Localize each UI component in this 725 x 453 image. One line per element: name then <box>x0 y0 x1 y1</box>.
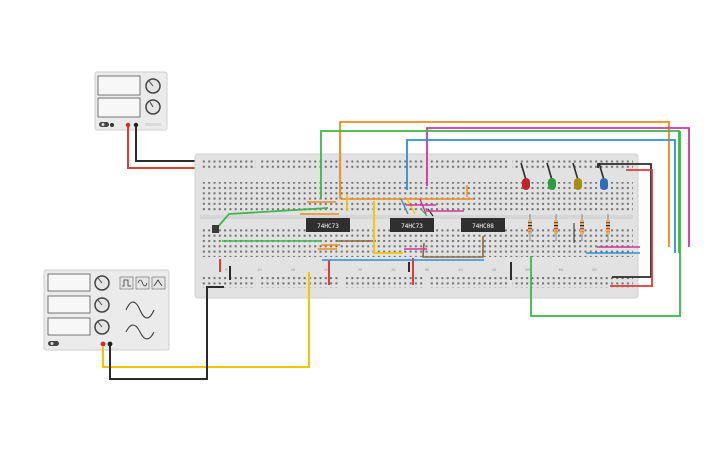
fg-negative-terminal-icon[interactable] <box>107 341 113 347</box>
function-generator[interactable] <box>43 269 170 351</box>
offset-display <box>47 317 91 336</box>
wire-red-rail <box>610 169 653 287</box>
board-jumpers[interactable] <box>215 185 640 285</box>
chip-2-label: 74HC73 <box>401 223 423 230</box>
waveform-preview-icon <box>125 301 155 319</box>
resistor[interactable] <box>580 214 584 241</box>
wire-orange-loop <box>339 121 670 247</box>
column-number-label: 45 <box>492 267 497 272</box>
bottom-power-rail[interactable] <box>200 277 633 288</box>
wire-blue-loop <box>406 139 676 253</box>
led-yellow[interactable] <box>572 162 584 241</box>
resistor[interactable] <box>528 214 532 241</box>
square-wave-icon[interactable] <box>119 276 134 290</box>
ground-terminal-icon[interactable] <box>110 123 114 127</box>
amplitude-display <box>47 295 91 314</box>
led-body-icon <box>600 178 608 190</box>
chip-1-label: 74HC73 <box>317 223 339 230</box>
column-number-label: 10 <box>257 267 262 272</box>
column-number-label: 55 <box>559 267 564 272</box>
column-number-label: 40 <box>458 267 463 272</box>
voltage-display <box>97 75 141 96</box>
top-power-rail[interactable] <box>200 160 633 171</box>
led-red[interactable] <box>520 162 532 241</box>
column-number-label: 25 <box>358 267 363 272</box>
column-number-label: 30 <box>391 267 396 272</box>
led-blue[interactable] <box>598 162 610 241</box>
led-array <box>520 162 610 241</box>
column-number-label: 5 <box>225 267 228 272</box>
chip-3-label: 74HC08 <box>472 223 494 230</box>
column-number-label: 35 <box>425 267 430 272</box>
ic-chip-1[interactable]: 74HC73 <box>306 218 350 232</box>
power-wire-black[interactable] <box>135 127 205 162</box>
terminal-strip-top[interactable] <box>200 182 633 212</box>
center-channel <box>200 215 633 219</box>
push-button[interactable] <box>212 225 219 233</box>
led-body-icon <box>548 178 556 190</box>
current-display <box>97 97 141 118</box>
fg-positive-terminal-icon[interactable] <box>100 341 106 347</box>
column-number-label: 20 <box>324 267 329 272</box>
resistor[interactable] <box>554 214 558 241</box>
dc-power-supply[interactable] <box>94 71 168 131</box>
ic-chip-3[interactable]: 74HC08 <box>461 218 505 232</box>
wire-green-bottom <box>530 131 681 317</box>
resistor[interactable] <box>606 214 610 241</box>
fg-wire-black[interactable] <box>109 286 224 380</box>
output-wires[interactable] <box>320 121 690 317</box>
triangle-wave-icon[interactable] <box>151 276 166 290</box>
jumper-brown-2 <box>422 236 484 258</box>
negative-terminal-icon[interactable] <box>133 122 139 128</box>
frequency-display <box>47 273 91 292</box>
ic-chip-2[interactable]: 74HC73 <box>390 218 434 232</box>
power-wire-red[interactable] <box>127 127 205 169</box>
column-number-label: 50 <box>525 267 530 272</box>
led-body-icon <box>522 178 530 190</box>
wire-black-rail <box>597 163 652 278</box>
wire-green-loop <box>320 130 680 253</box>
wire-magenta-loop <box>426 127 690 247</box>
led-body-icon <box>574 178 582 190</box>
led-green[interactable] <box>546 162 558 241</box>
jumper-yellow-1 <box>373 201 403 254</box>
column-number-label: 15 <box>291 267 296 272</box>
jumper-green-clock <box>215 207 329 230</box>
positive-terminal-icon[interactable] <box>125 122 131 128</box>
column-number-label: 60 <box>592 267 597 272</box>
